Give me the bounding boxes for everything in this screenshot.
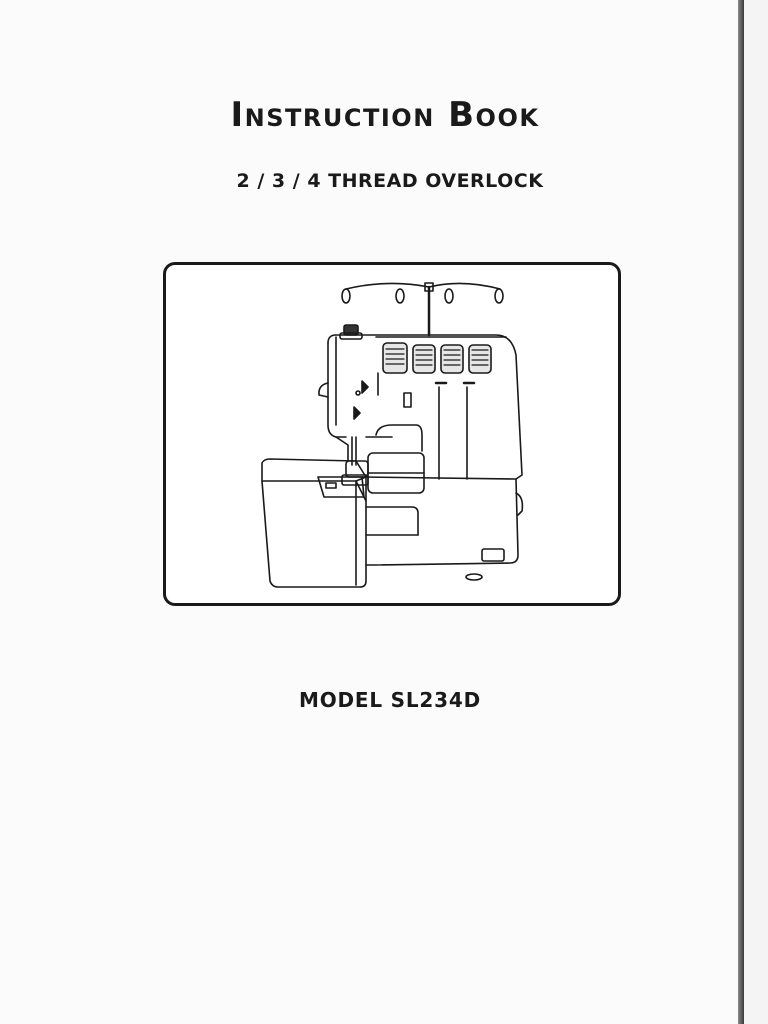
scan-edge-shadow xyxy=(738,0,744,1024)
document-title: Instruction Book xyxy=(230,94,540,135)
machine-illustration-frame xyxy=(163,262,621,606)
model-number: MODEL SL234D xyxy=(299,688,481,712)
overlock-machine-illustration xyxy=(261,282,524,588)
document-subtitle: 2 / 3 / 4 THREAD OVERLOCK xyxy=(236,170,544,192)
scan-edge-margin xyxy=(744,0,768,1024)
